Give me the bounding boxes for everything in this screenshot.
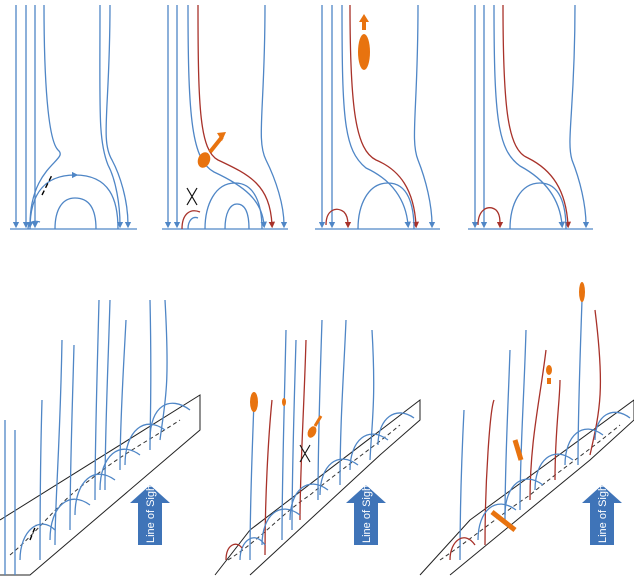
panel-e bbox=[0, 300, 200, 575]
panel-b bbox=[162, 5, 288, 229]
los-arrow-2-label: Line of Sight bbox=[361, 482, 373, 543]
los-arrow-1-label: Line of Sight bbox=[145, 482, 157, 543]
los-arrow-3: Line of Sight bbox=[582, 482, 622, 545]
los-arrow-2: Line of Sight bbox=[346, 482, 386, 545]
panel-a bbox=[10, 5, 137, 229]
los-arrow-3-label: Line of Sight bbox=[597, 482, 609, 543]
los-arrow-1: Line of Sight bbox=[130, 482, 170, 545]
panel-d bbox=[468, 5, 593, 229]
panel-f bbox=[215, 320, 420, 575]
panel-c bbox=[315, 5, 440, 229]
